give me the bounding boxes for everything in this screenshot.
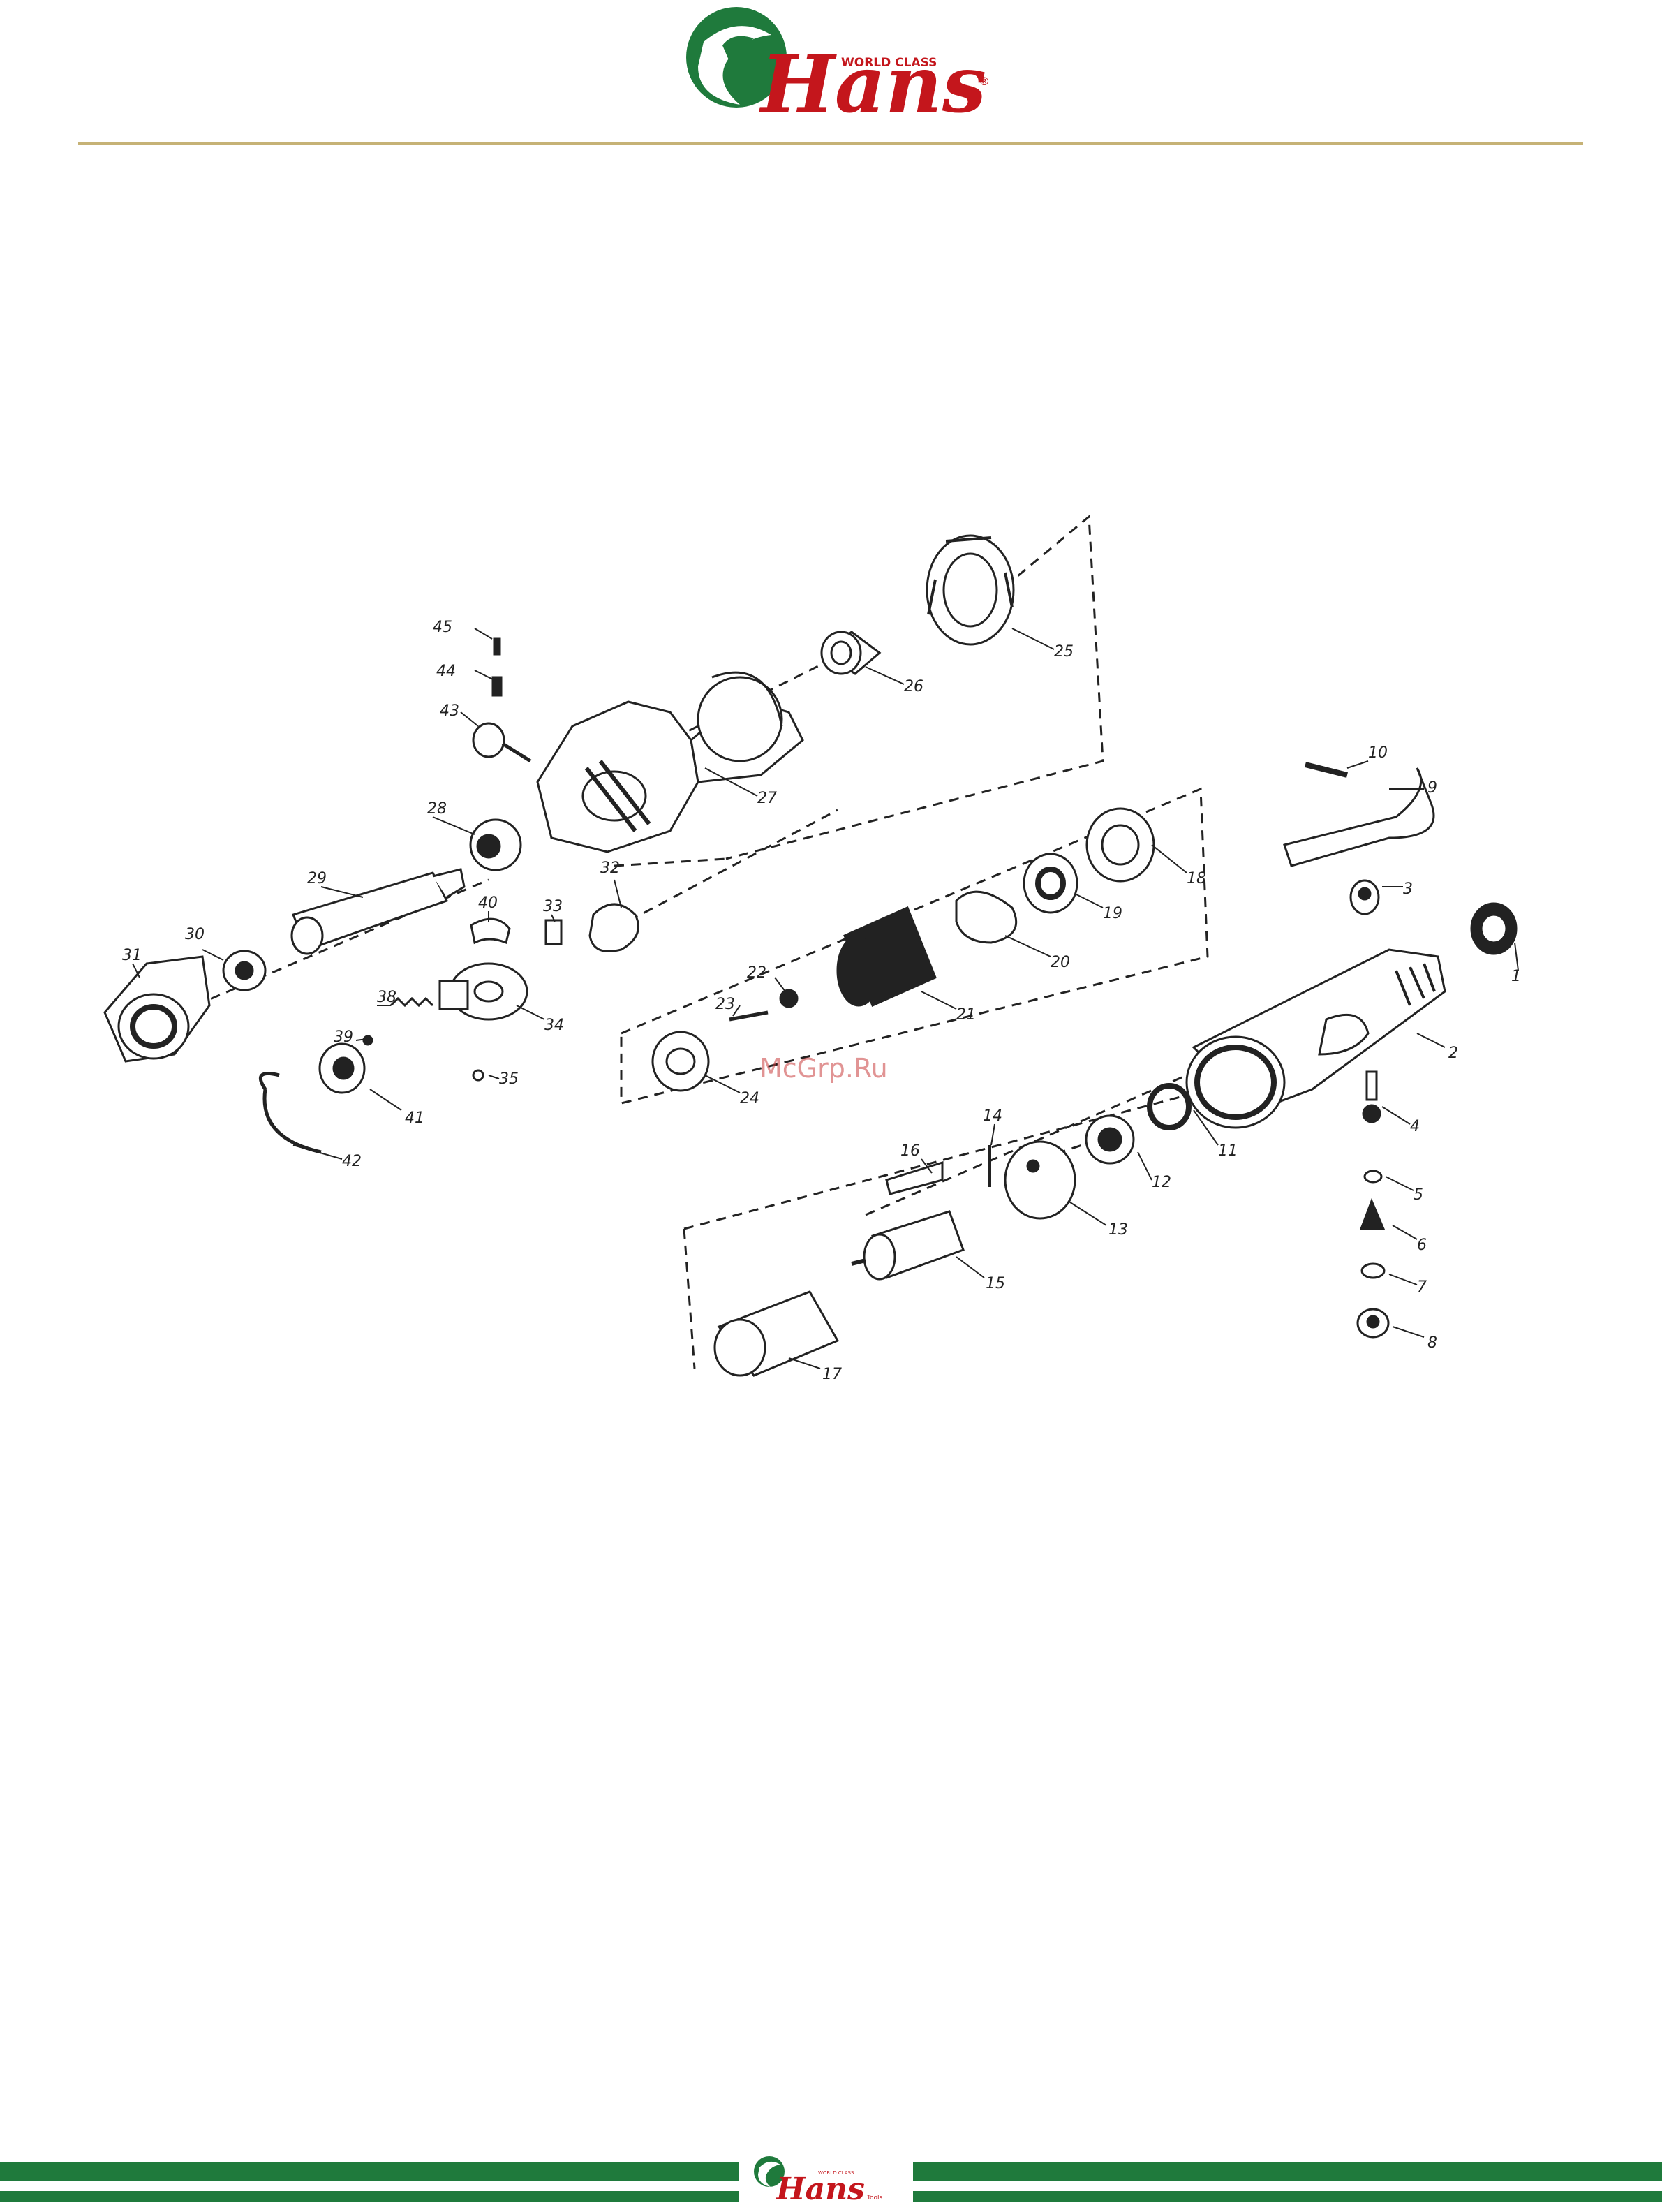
part-8-valve-plug: [1358, 1309, 1388, 1337]
part-label-1: 1: [1511, 968, 1521, 985]
part-label-34: 34: [544, 1017, 564, 1034]
part-label-4: 4: [1410, 1118, 1420, 1135]
part-label-42: 42: [342, 1153, 362, 1170]
part-15-rotor: [852, 1211, 963, 1279]
part-28-bushing: [470, 820, 521, 870]
part-4-valve-stem: [1363, 1072, 1380, 1122]
part-34-anvil: [440, 964, 527, 1019]
part-label-10: 10: [1368, 744, 1388, 762]
part-6-spring: [1361, 1201, 1383, 1229]
part-label-31: 31: [122, 947, 142, 964]
part-39-ball: [364, 1036, 372, 1045]
part-label-22: 22: [747, 964, 766, 982]
part-42-snap-ring: [260, 1074, 321, 1153]
footer-brand-logo: Hans WORLD CLASS Tools: [741, 2151, 909, 2209]
part-43-45-pawl-parts: [473, 639, 530, 761]
assembly-guides: [195, 517, 1236, 1369]
part-40-pawl: [471, 919, 510, 943]
part-30-nut: [223, 951, 265, 990]
part-label-8: 8: [1427, 1334, 1437, 1352]
part-label-18: 18: [1187, 870, 1206, 887]
part-label-2: 2: [1448, 1045, 1458, 1062]
part-22-pin: [780, 990, 797, 1007]
part-label-39: 39: [334, 1028, 353, 1046]
part-33-pin: [546, 920, 561, 944]
part-label-23: 23: [715, 996, 735, 1013]
part-11-o-ring: [1150, 1086, 1189, 1128]
part-25-bell-nut: [927, 536, 1014, 644]
footer-band: Hans WORLD CLASS Tools: [0, 2148, 1662, 2212]
watermark-text: McGrp.Ru: [759, 1053, 888, 1084]
part-label-24: 24: [740, 1090, 759, 1107]
part-label-44: 44: [436, 663, 456, 680]
part-label-12: 12: [1152, 1174, 1171, 1191]
part-35-ball: [473, 1070, 483, 1080]
part-label-11: 11: [1218, 1142, 1238, 1160]
part-27-ratchet-housing: [537, 672, 803, 852]
part-31-ratchet-head: [105, 957, 209, 1061]
part-7-o-ring: [1362, 1264, 1384, 1278]
part-32-washer: [590, 904, 639, 952]
part-13-rear-plate: [1005, 1142, 1075, 1218]
part-label-16: 16: [900, 1142, 920, 1160]
part-10-pin: [1305, 765, 1347, 775]
part-9-throttle-lever: [1284, 768, 1434, 866]
part-label-25: 25: [1054, 643, 1074, 661]
part-label-29: 29: [307, 870, 327, 887]
part-12-bearing: [1086, 1116, 1134, 1163]
part-label-19: 19: [1103, 905, 1122, 922]
part-label-30: 30: [185, 926, 205, 943]
footer-tagline: WORLD CLASS: [818, 2170, 854, 2176]
part-label-7: 7: [1417, 1278, 1427, 1296]
part-label-21: 21: [956, 1006, 976, 1024]
part-label-27: 27: [757, 790, 777, 807]
part-label-43: 43: [440, 702, 459, 720]
part-20-end-plate: [956, 892, 1016, 943]
part-2-motor-housing: [1187, 950, 1445, 1128]
part-26-bushing: [822, 632, 880, 674]
part-label-6: 6: [1417, 1237, 1427, 1254]
part-19-bearing: [1024, 854, 1077, 913]
part-label-14: 14: [983, 1107, 1002, 1125]
part-label-28: 28: [427, 800, 447, 818]
part-38-spring: [391, 998, 433, 1005]
part-label-45: 45: [433, 619, 452, 636]
part-41-washer: [320, 1044, 364, 1093]
part-label-17: 17: [822, 1366, 842, 1383]
part-label-9: 9: [1427, 779, 1437, 797]
part-label-40: 40: [478, 894, 498, 912]
part-label-13: 13: [1108, 1221, 1128, 1239]
part-label-3: 3: [1403, 880, 1413, 898]
part-label-38: 38: [377, 989, 396, 1006]
part-label-32: 32: [600, 860, 620, 877]
part-label-35: 35: [499, 1070, 519, 1088]
part-3-valve-bushing: [1351, 880, 1379, 914]
part-18-bearing: [1087, 809, 1154, 881]
part-label-41: 41: [405, 1109, 424, 1127]
part-5-o-ring: [1365, 1171, 1381, 1182]
part-label-20: 20: [1051, 954, 1070, 971]
part-1-air-inlet: [1471, 904, 1516, 954]
part-21-cylinder: [838, 908, 935, 1005]
part-24-end-plate: [653, 1032, 708, 1091]
footer-wordmark: Hans: [775, 2172, 865, 2207]
part-label-33: 33: [543, 898, 563, 915]
part-17-cylinder-sleeve: [715, 1292, 838, 1376]
part-label-26: 26: [904, 678, 923, 695]
footer-suffix: Tools: [866, 2195, 882, 2202]
part-label-5: 5: [1414, 1186, 1423, 1204]
part-label-15: 15: [986, 1275, 1005, 1292]
